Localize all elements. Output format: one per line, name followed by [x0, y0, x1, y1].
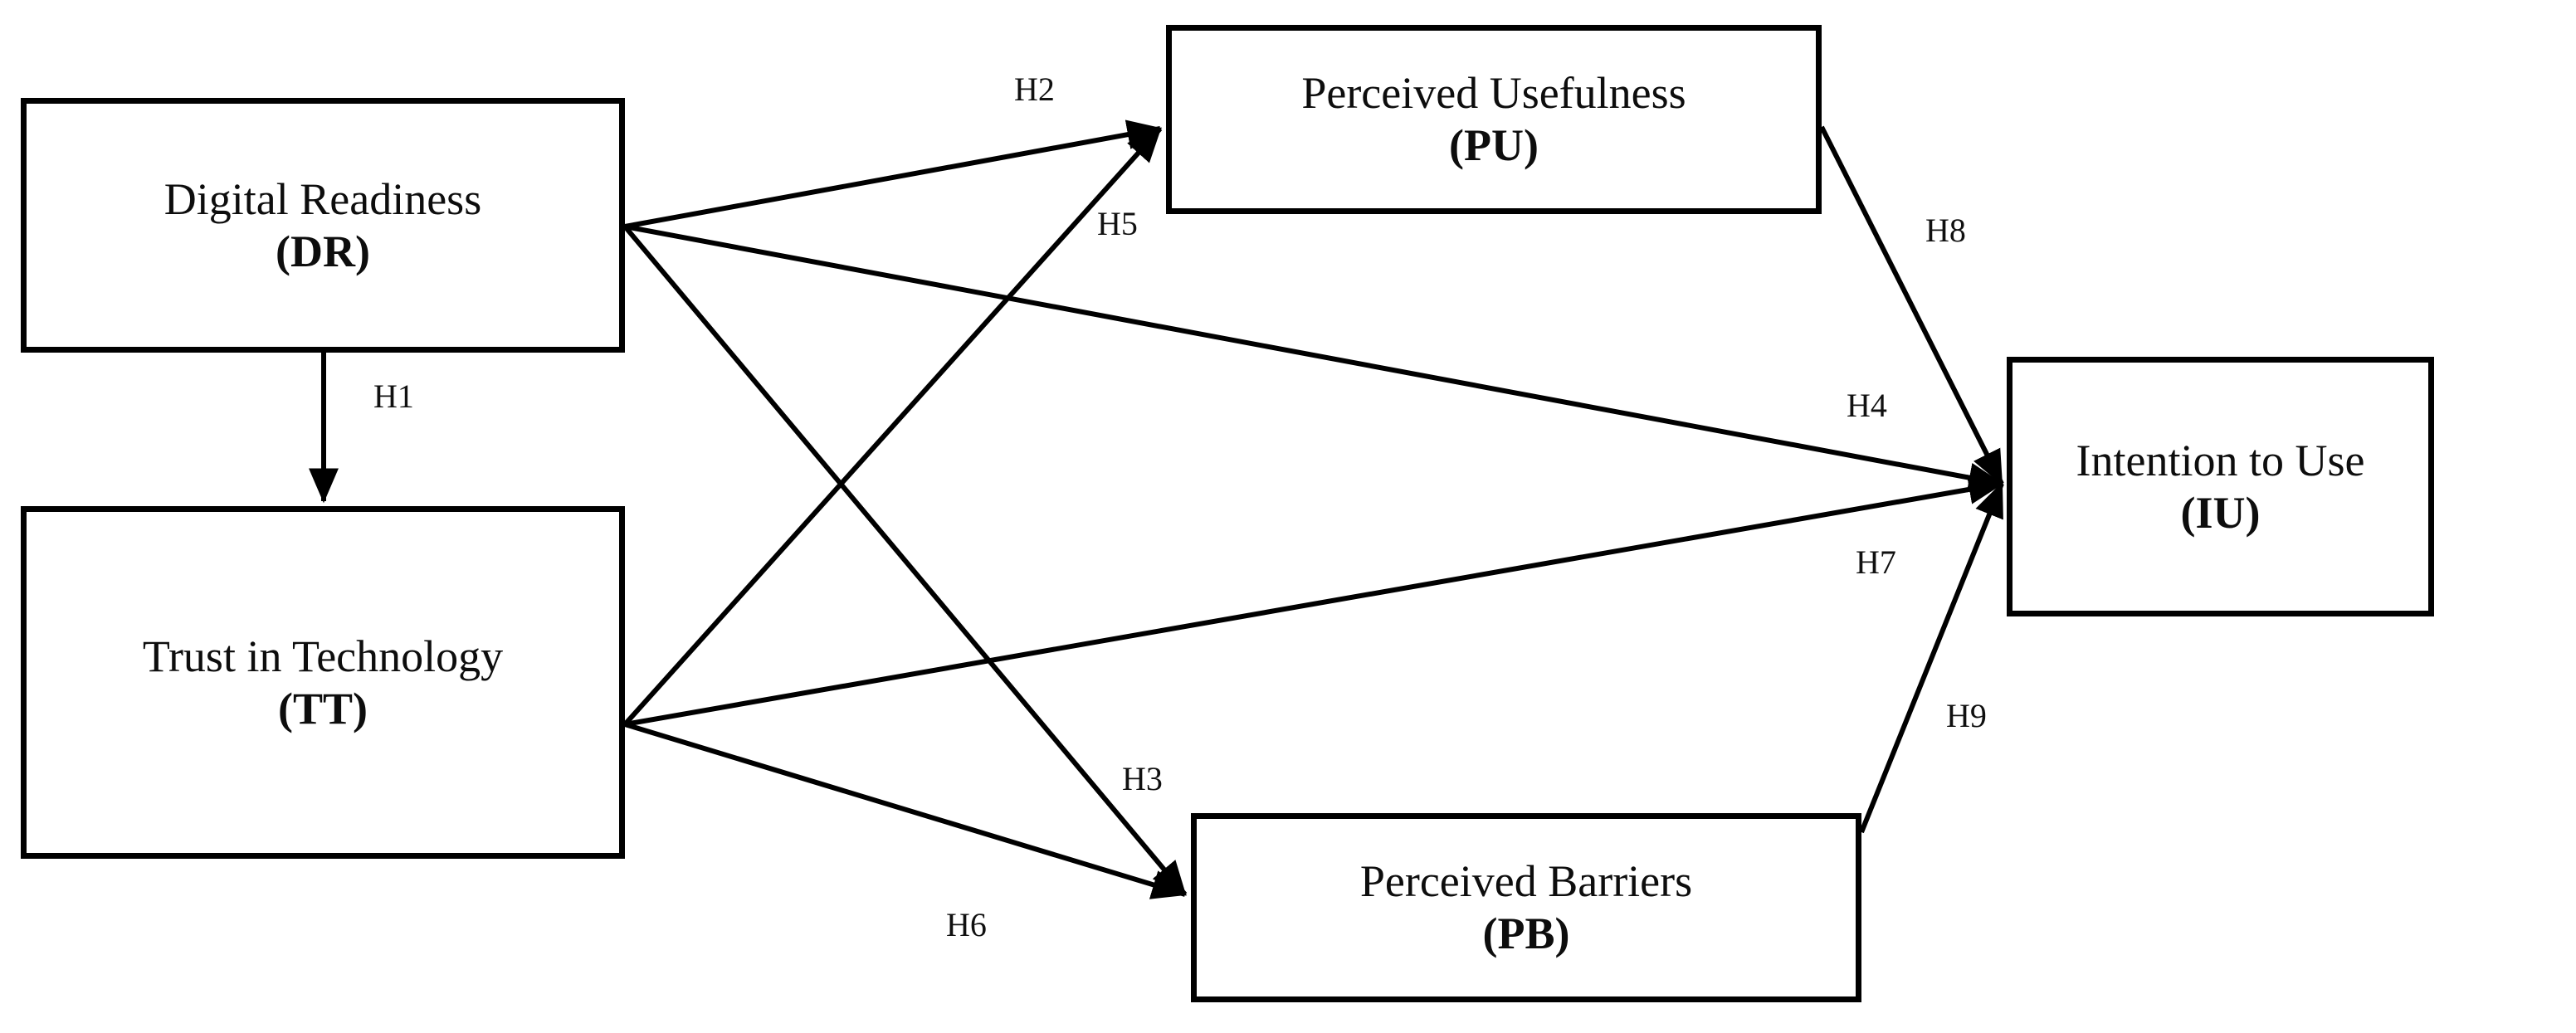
node-abbr-tt: (TT) [278, 683, 368, 733]
node-title-iu: Intention to Use [2076, 435, 2365, 485]
node-title-dr: Digital Readiness [163, 173, 482, 224]
edge-h4 [624, 224, 2004, 493]
edge-label-h6: H6 [946, 906, 987, 943]
edge-label-h2: H2 [1014, 71, 1055, 108]
edge-label-h3: H3 [1122, 760, 1163, 797]
node-abbr-iu: (IU) [2180, 487, 2261, 538]
edge-label-h5: H5 [1097, 205, 1138, 242]
node-box-tt: Trust in Technology(TT) [21, 506, 625, 859]
edge-label-h4: H4 [1847, 387, 1887, 424]
node-box-iu: Intention to Use(IU) [2007, 357, 2434, 616]
edge-h6 [624, 722, 1188, 899]
edge-h3 [622, 225, 1188, 896]
node-box-pb: Perceived Barriers(PB) [1191, 813, 1861, 1002]
edge-h2 [624, 119, 1163, 229]
node-title-pb: Perceived Barriers [1359, 856, 1693, 907]
node-title-pu: Perceived Usefulness [1301, 68, 1686, 119]
edge-h5 [622, 126, 1163, 727]
node-abbr-pb: (PB) [1482, 909, 1570, 958]
node-box-dr: Digital Readiness(DR) [21, 98, 625, 353]
node-abbr-dr: (DR) [276, 226, 370, 276]
edge-label-h7: H7 [1856, 543, 1896, 581]
edge-h7 [624, 475, 2004, 727]
node-abbr-pu: (PU) [1449, 120, 1539, 170]
edge-h9 [1859, 481, 2004, 834]
node-box-pu: Perceived Usefulness(PU) [1166, 25, 1822, 214]
edge-label-h9: H9 [1946, 697, 1987, 734]
edge-h8 [1819, 125, 2004, 486]
node-title-tt: Trust in Technology [142, 631, 504, 681]
edge-label-h8: H8 [1925, 212, 1966, 249]
edge-label-h1: H1 [373, 378, 414, 415]
